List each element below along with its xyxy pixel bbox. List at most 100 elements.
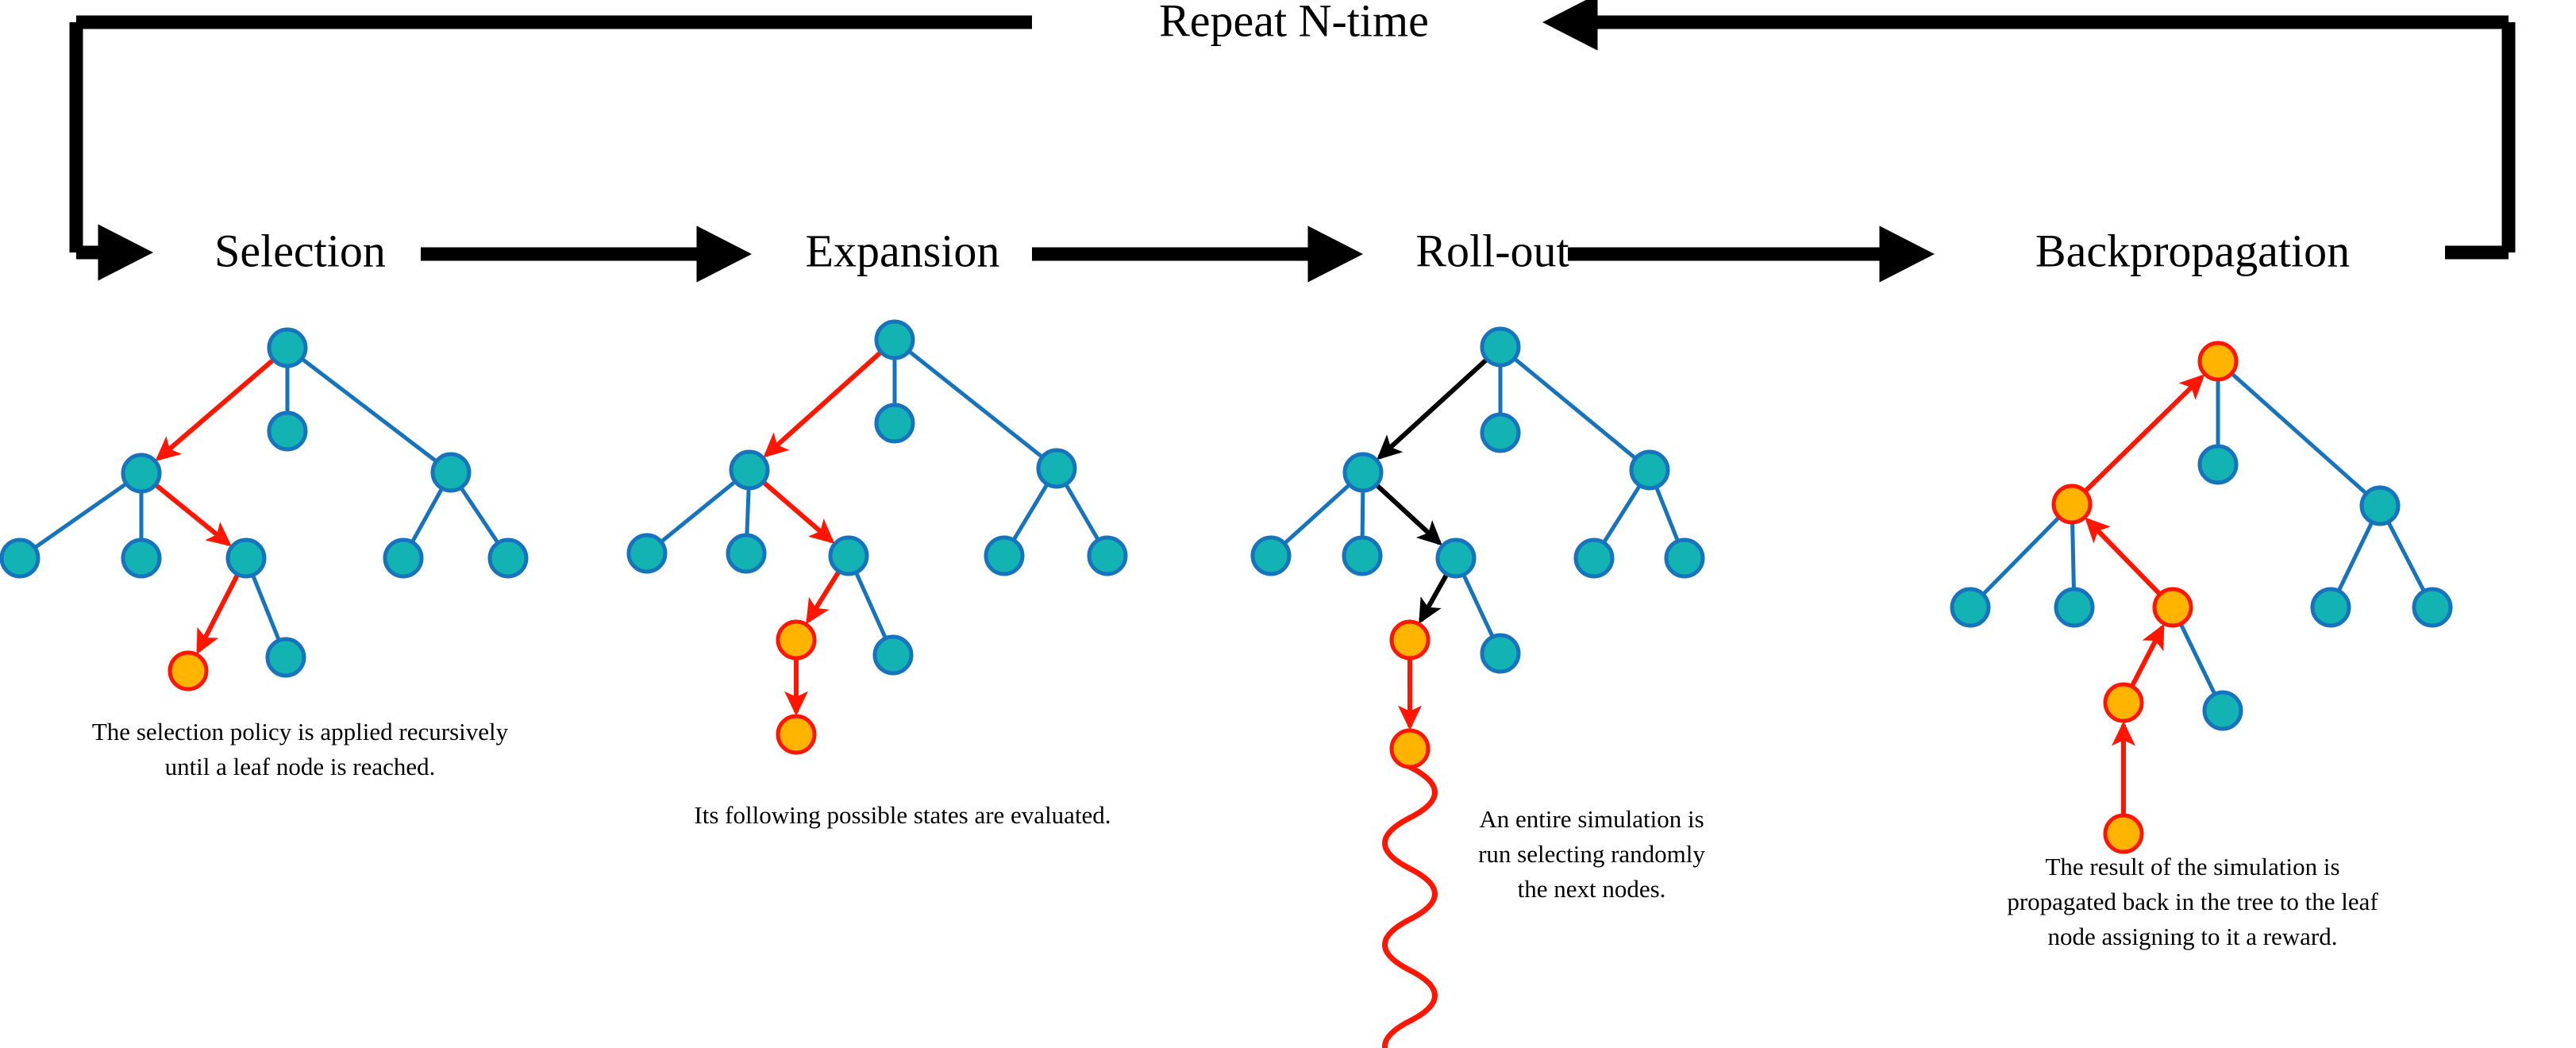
tree-node-b-a[interactable] <box>2051 484 2093 525</box>
tree-node-e-new2[interactable] <box>776 714 817 755</box>
tree-edge-r-a3-to-r-new1 <box>1419 573 1449 624</box>
repeat-loop-label: Repeat N-time <box>1159 0 1429 46</box>
backpropagation-tree <box>1950 341 2453 854</box>
tree-edge-s-a3-to-s-leaf2 <box>251 575 281 641</box>
tree-node-r-leaf2[interactable] <box>1480 633 1521 674</box>
tree-node-r-a1[interactable] <box>1250 535 1292 576</box>
expansion-tree-nodes <box>626 319 1128 755</box>
tree-node-b-c2[interactable] <box>2412 587 2453 628</box>
caption-line-backpropagation-1: The result of the simulation is <box>2045 853 2339 880</box>
tree-node-s-a2[interactable] <box>121 537 162 579</box>
tree-edge-b-c-to-b-c2 <box>2386 522 2426 591</box>
rollout-tree-nodes <box>1250 326 1705 769</box>
tree-node-s-c1[interactable] <box>383 537 424 579</box>
tree-node-e-a2[interactable] <box>726 533 767 574</box>
tree-edge-s-a-to-s-a3 <box>154 483 232 547</box>
caption-line-backpropagation-2: propagated back in the tree to the leaf <box>2007 888 2378 915</box>
tree-node-r-a2[interactable] <box>1342 535 1383 576</box>
tree-node-b-new2[interactable] <box>2103 813 2144 854</box>
tree-node-s-b[interactable] <box>267 410 308 452</box>
tree-edge-r-root-to-r-a <box>1377 357 1488 460</box>
caption-line-selection-1: The selection policy is applied recursiv… <box>92 718 509 746</box>
tree-node-b-root[interactable] <box>2197 341 2239 382</box>
tree-node-e-b[interactable] <box>874 403 915 444</box>
tree-node-e-c1[interactable] <box>984 535 1025 576</box>
tree-edge-e-c-to-e-c1 <box>1012 484 1049 541</box>
tree-edge-b-a-to-b-a1 <box>1982 516 2060 595</box>
tree-edge-e-a-to-e-a2 <box>745 488 751 535</box>
tree-edge-s-a3-to-s-leaf <box>196 573 240 655</box>
tree-node-e-a3[interactable] <box>828 535 869 576</box>
tree-node-r-new2[interactable] <box>1389 728 1430 769</box>
selection-tree-nodes <box>0 327 529 692</box>
tree-node-r-c1[interactable] <box>1573 537 1615 579</box>
stage-label-backpropagation: Backpropagation <box>2035 225 2350 276</box>
tree-node-s-c[interactable] <box>430 452 472 493</box>
tree-edge-e-a-to-e-a1 <box>660 480 736 543</box>
tree-edge-r-root-to-r-c <box>1513 357 1637 460</box>
stage-label-expansion: Expansion <box>806 225 1000 276</box>
tree-node-s-a3[interactable] <box>225 537 267 579</box>
tree-node-s-leaf2[interactable] <box>265 637 306 678</box>
tree-node-e-a[interactable] <box>729 449 770 491</box>
selection-tree <box>0 327 529 692</box>
tree-node-s-root[interactable] <box>267 327 308 368</box>
tree-edge-b-a3-to-b-a <box>2085 517 2162 595</box>
caption-line-rollout-3: the next nodes. <box>1518 875 1666 903</box>
tree-node-r-new1[interactable] <box>1389 619 1430 661</box>
tree-node-s-a[interactable] <box>121 453 162 494</box>
tree-node-s-c2[interactable] <box>487 537 529 579</box>
backpropagation-tree-edges <box>1982 372 2426 815</box>
tree-node-b-a1[interactable] <box>1950 587 1991 628</box>
tree-node-b-new1[interactable] <box>2103 682 2144 723</box>
tree-node-b-c[interactable] <box>2359 485 2401 526</box>
caption-line-rollout-1: An entire simulation is <box>1479 805 1704 833</box>
tree-node-e-c[interactable] <box>1036 448 1077 489</box>
tree-edge-b-root-to-b-c <box>2231 372 2367 495</box>
tree-node-r-c[interactable] <box>1629 449 1670 491</box>
tree-edge-r-a-to-r-a3 <box>1375 484 1442 546</box>
tree-node-e-leaf2[interactable] <box>872 634 914 676</box>
tree-edge-b-a-to-b-a2 <box>2070 522 2076 589</box>
tree-node-b-a3[interactable] <box>2152 587 2193 628</box>
tree-edge-r-c-to-r-c1 <box>1602 484 1642 544</box>
tree-node-e-a1[interactable] <box>626 533 668 574</box>
tree-node-r-a3[interactable] <box>1435 537 1477 579</box>
rollout-tree <box>1250 326 1705 1048</box>
tree-node-e-new1[interactable] <box>776 619 817 661</box>
tree-node-s-leaf[interactable] <box>167 650 209 692</box>
tree-edge-e-a3-to-e-new1 <box>806 570 841 625</box>
rollout-tree-edges <box>1284 357 1680 730</box>
tree-node-e-c2[interactable] <box>1087 535 1128 576</box>
tree-node-e-root[interactable] <box>874 319 915 360</box>
caption-line-expansion-1: Its following possible states are evalua… <box>694 801 1111 829</box>
tree-edge-s-c-to-s-c1 <box>410 487 444 543</box>
tree-edge-r-a-to-r-a2 <box>1360 491 1365 537</box>
tree-edge-r-c-to-r-c2 <box>1654 487 1680 541</box>
stage-label-rollout: Roll-out <box>1415 225 1569 276</box>
tree-edge-r-a-to-r-a1 <box>1284 484 1350 545</box>
repeat-loop: Repeat N-time <box>69 0 2516 281</box>
tree-node-s-a1[interactable] <box>0 537 40 579</box>
tree-node-r-a[interactable] <box>1342 452 1384 493</box>
backpropagation-tree-nodes <box>1950 341 2453 854</box>
tree-node-b-leaf2[interactable] <box>2202 690 2243 731</box>
tree-node-r-b[interactable] <box>1480 412 1521 453</box>
tree-edge-b-a-to-b-root <box>2084 374 2205 493</box>
tree-edge-s-root-to-s-c <box>301 357 437 463</box>
tree-node-r-root[interactable] <box>1480 326 1521 368</box>
caption-selection: The selection policy is applied recursiv… <box>92 718 509 780</box>
selection-tree-edges <box>34 357 499 655</box>
tree-edge-b-c-to-b-c1 <box>2337 522 2374 591</box>
tree-node-b-a2[interactable] <box>2054 587 2095 628</box>
caption-line-selection-2: until a leaf node is reached. <box>165 753 436 780</box>
tree-node-b-b[interactable] <box>2197 444 2239 485</box>
tree-node-r-c2[interactable] <box>1664 537 1705 579</box>
tree-edge-s-c-to-s-c2 <box>460 487 499 544</box>
tree-edge-s-root-to-s-a <box>155 358 275 461</box>
tree-node-b-c1[interactable] <box>2310 587 2351 628</box>
